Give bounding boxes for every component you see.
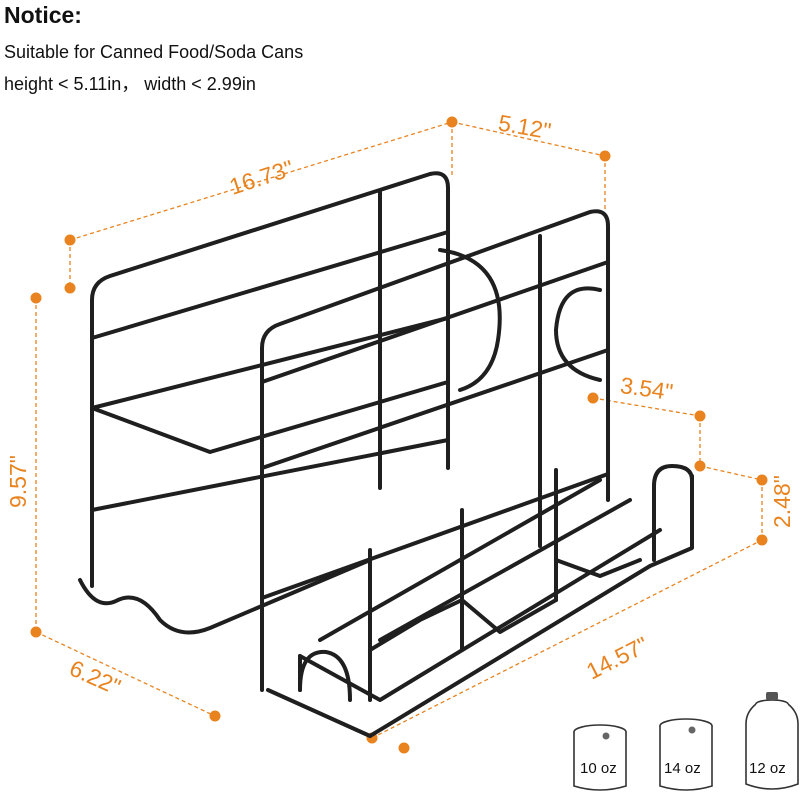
can-10oz: [573, 724, 627, 791]
dim-bottom-length: 14.57": [582, 631, 652, 684]
dim-front-height: 2.48": [769, 475, 795, 528]
can-14oz: [659, 718, 713, 791]
can-10oz-label: 10 oz: [580, 760, 617, 777]
notice-title: Notice:: [4, 2, 82, 28]
notice-can-size: height < 5.11in， width < 2.99in: [4, 74, 256, 94]
can-12oz: [745, 692, 799, 790]
dimension-dots: [30, 116, 768, 754]
dimension-guides: [35, 121, 763, 739]
can-12oz-label: 12 oz: [749, 760, 786, 777]
notice-can-type: Suitable for Canned Food/Soda Cans: [4, 42, 304, 62]
dim-top-depth: 5.12": [496, 109, 553, 144]
can-rack: [78, 171, 694, 738]
dim-rear-height: 3.54": [619, 372, 675, 405]
dim-top-length: 16.73": [226, 155, 297, 200]
can-14oz-label: 14 oz: [664, 760, 701, 777]
dim-height: 9.57": [5, 455, 31, 508]
dim-side-width: 6.22": [66, 655, 125, 700]
